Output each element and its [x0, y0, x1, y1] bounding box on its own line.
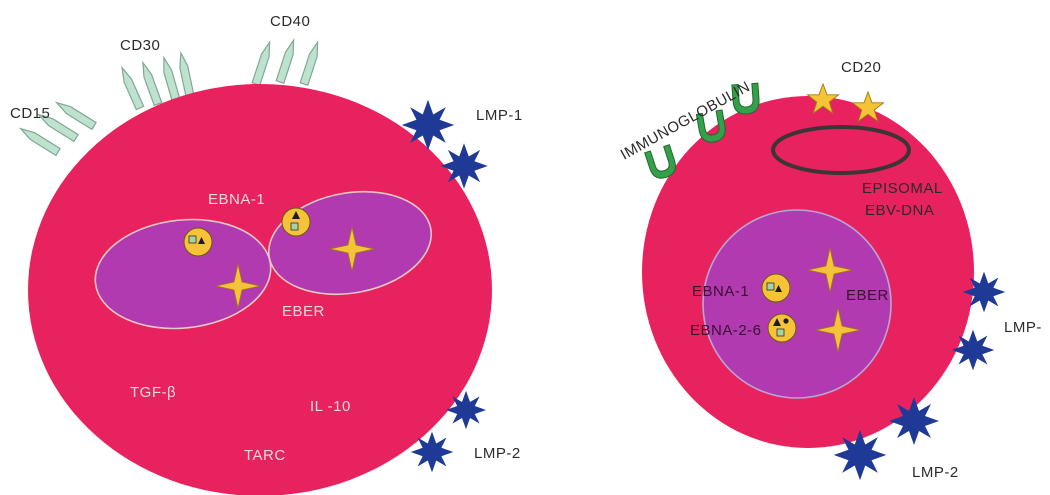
label-ebna1-right: EBNA-1 — [692, 283, 749, 300]
label-cd15: CD15 — [10, 105, 50, 122]
cd-receptor-icon — [177, 52, 194, 97]
ebna-nucleoid-icon — [762, 274, 790, 302]
label-tarc: TARC — [244, 447, 286, 464]
cd-receptor-icon — [160, 57, 180, 102]
label-ebna1-left: EBNA-1 — [208, 191, 265, 208]
label-ebna26: EBNA-2-6 — [690, 322, 762, 339]
label-lmp-right: LMP- — [1004, 319, 1042, 336]
label-eber-right: EBER — [846, 287, 889, 304]
cd-receptor-icon — [118, 66, 143, 109]
cd40-receptors — [252, 39, 321, 85]
cd-receptor-icon — [276, 39, 297, 83]
cd-receptor-icon — [300, 41, 321, 85]
label-il10: IL -10 — [310, 398, 351, 415]
right-nucleus — [703, 210, 891, 398]
ebna-nucleoid-icon — [184, 228, 212, 256]
label-cd30: CD30 — [120, 37, 160, 54]
ebna-nucleoid-icon — [282, 208, 310, 236]
label-ebv-dna: EBV-DNA — [865, 202, 934, 219]
label-tgfb: TGF-β — [130, 384, 176, 401]
label-cd20: CD20 — [841, 59, 881, 76]
label-lmp2-right: LMP-2 — [912, 464, 959, 481]
label-lmp2-left: LMP-2 — [474, 445, 521, 462]
ebna-nucleoid-icon — [768, 314, 796, 342]
label-episomal: EPISOMAL — [862, 180, 943, 197]
left-cell: CD15 CD30 CD40 LMP-1 EBNA-1 EBER TGF-β I… — [10, 13, 523, 495]
label-lmp1-left: LMP-1 — [476, 107, 523, 124]
label-eber-left: EBER — [282, 303, 325, 320]
label-cd40: CD40 — [270, 13, 310, 30]
cd-receptor-icon — [252, 41, 273, 85]
right-cell: IMMUNOGLOBULIN CD20 EPISOMAL EBV-DNA EBN… — [618, 59, 1042, 481]
cd-receptor-icon — [139, 61, 162, 105]
cd-receptor-icon — [19, 125, 61, 155]
